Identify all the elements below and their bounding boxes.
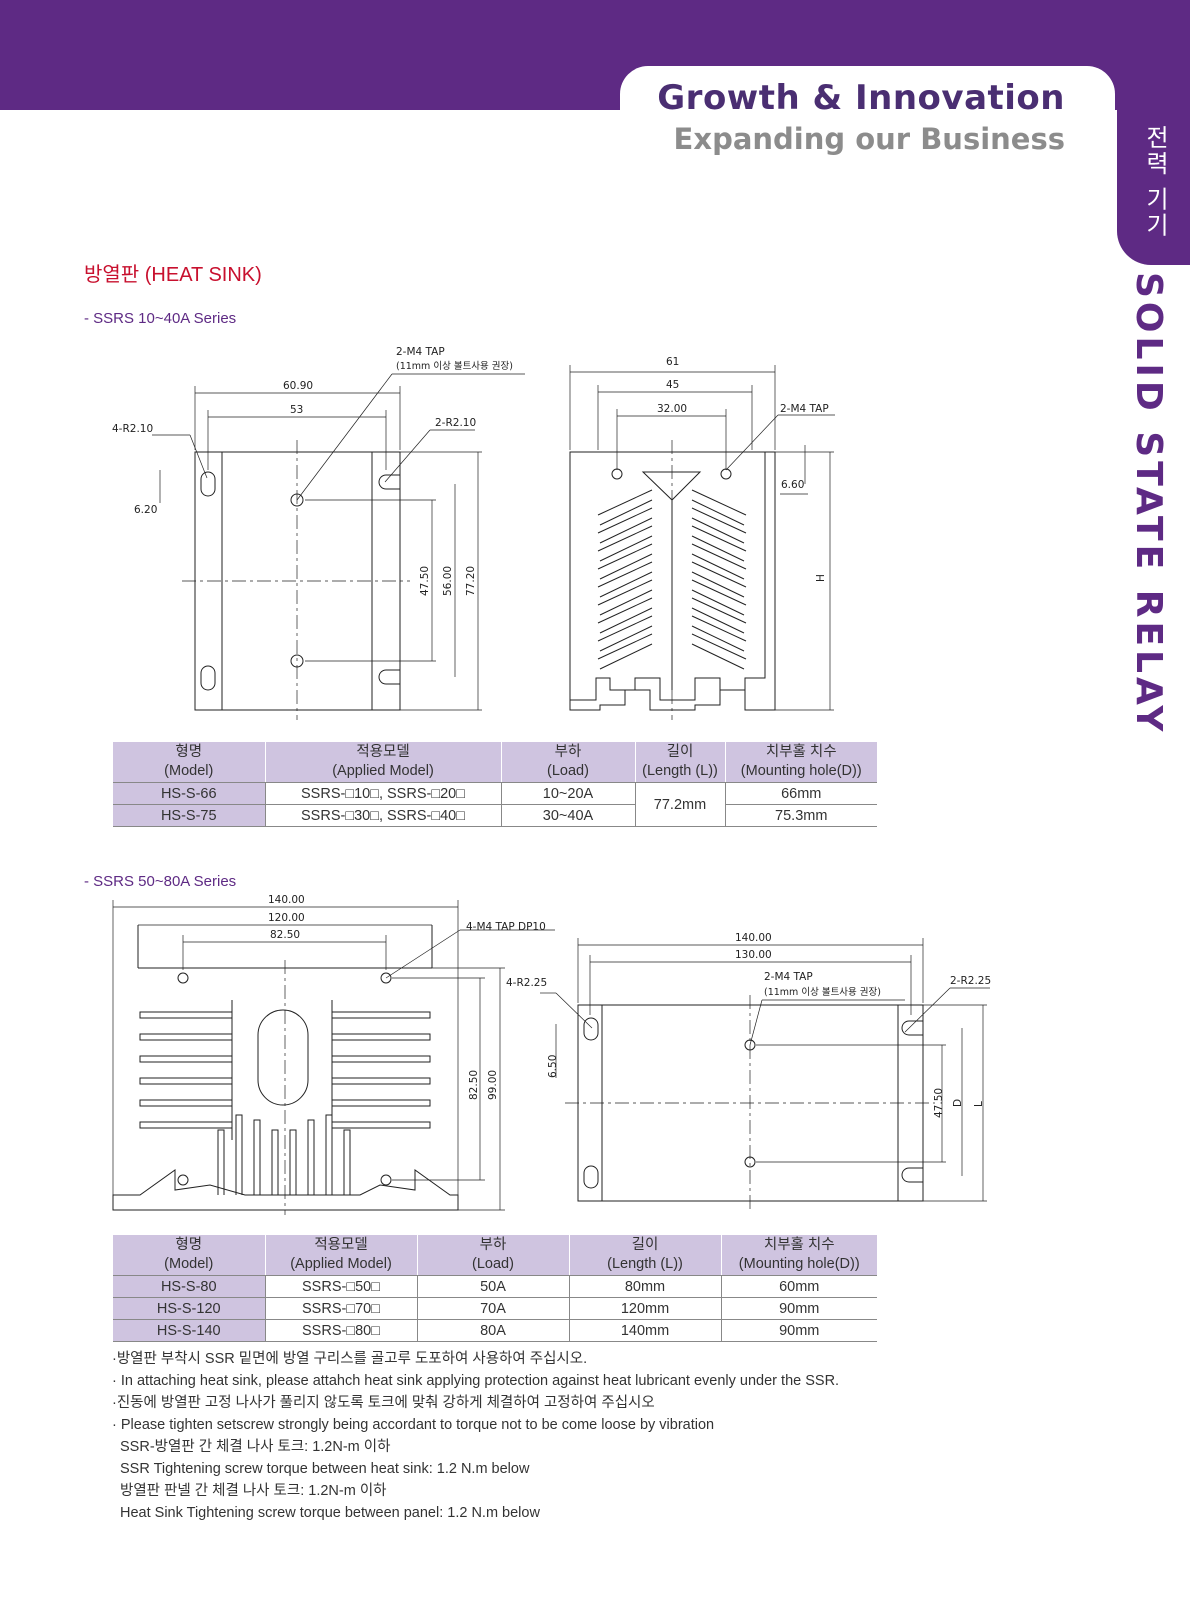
dim-3200: 32.00 [657,403,687,415]
dim-8250: 82.50 [270,929,300,941]
cell-load: 70A [416,1297,569,1320]
cell-applied: SSRS-□10□, SSRS-□20□ [264,782,501,805]
tap-label-2: 2-M4 TAP [780,403,829,415]
cell-length: 120mm [568,1297,721,1320]
note-line: Heat Sink Tightening screw torque betwee… [120,1505,540,1521]
section-title: 방열판 (HEAT SINK) [84,264,262,286]
tap-note-1: (11mm 이상 볼트사용 권장) [396,360,513,372]
cell-load: 30~40A [500,804,635,827]
header-load: 부하(Load) [500,742,635,783]
dim-620: 6.20 [134,504,157,516]
cell-load: 10~20A [500,782,635,805]
cell-applied: SSRS-□50□ [264,1275,417,1298]
cell-mount: 90mm [720,1319,877,1342]
dim-140: 140.00 [268,894,305,906]
table-header-row: 형명(Model) 적용모델(Applied Model) 부하(Load) 길… [113,1235,877,1276]
cell-load: 80A [416,1319,569,1342]
note-line: ·진동에 방열판 고정 나사가 풀리지 않도록 토크에 맞춰 강하게 체결하여 … [112,1395,655,1411]
dim-8250v: 82.50 [468,1070,480,1100]
dim-2-r225: 2-R2.25 [950,975,991,987]
cell-model: HS-S-120 [113,1297,265,1320]
header-load: 부하(Load) [416,1235,569,1276]
cell-length: 80mm [568,1275,721,1298]
header-mount: 치부홀 치수(Mounting hole(D)) [720,1235,877,1276]
header-length: 길이(Length (L)) [568,1235,721,1276]
note-line: · Please tighten setscrew strongly being… [112,1417,715,1433]
dim-45: 45 [666,379,679,391]
cell-applied: SSRS-□30□, SSRS-□40□ [264,804,501,827]
large-front-view [540,938,990,1210]
large-profile-view [112,900,555,1215]
cell-mount: 75.3mm [724,804,877,827]
tap-note-4: (11mm 이상 볼트사용 권장) [764,986,881,998]
note-line: ·방열판 부착시 SSR 밑면에 방열 구리스를 골고루 도포하여 사용하여 주… [112,1351,588,1367]
table-header-row: 형명(Model) 적용모델(Applied Model) 부하(Load) 길… [113,742,877,783]
spec-table-1: 형명(Model) 적용모델(Applied Model) 부하(Load) 길… [113,742,877,827]
side-tab-korean: 전력 기기 [1141,125,1169,239]
dim-h: H [815,574,827,582]
series-label-2: - SSRS 50~80A Series [84,873,237,890]
cell-model: HS-S-75 [113,804,265,827]
table-row: HS-S-140 SSRS-□80□ 80A 140mm 90mm [113,1319,877,1342]
header-applied: 적용모델(Applied Model) [264,1235,417,1276]
dim-7720: 77.20 [465,566,477,596]
header-subtitle: Expanding our Business [673,122,1065,156]
cell-model: HS-S-140 [113,1319,265,1342]
dim-61: 61 [666,356,679,368]
cell-load: 50A [416,1275,569,1298]
note-line: SSR Tightening screw torque between heat… [120,1461,530,1477]
notes-block: ·방열판 부착시 SSR 밑면에 방열 구리스를 골고루 도포하여 사용하여 주… [112,1348,839,1524]
note-line: SSR-방열판 간 체결 나사 토크: 1.2N-m 이하 [120,1439,391,1455]
dim-53: 53 [290,404,303,416]
cell-mount: 66mm [724,782,877,805]
dim-6090: 60.90 [283,380,313,392]
cell-mount: 90mm [720,1297,877,1320]
dim-4750b: 47.50 [933,1088,945,1118]
table-row: HS-S-75 SSRS-□30□, SSRS-□40□ 30~40A 75.3… [113,804,877,827]
spec-table-2: 형명(Model) 적용모델(Applied Model) 부하(Load) 길… [113,1235,877,1342]
dim-4750: 47.50 [419,566,431,596]
table-row: HS-S-66 SSRS-□10□, SSRS-□20□ 10~20A 77.2… [113,782,877,827]
tap-label-3: 4-M4 TAP DP10 [466,921,546,933]
side-tab-english: SOLID STATE RELAY [1128,272,1169,736]
cell-model: HS-S-80 [113,1275,265,1298]
header-tab [620,66,1115,186]
note-line: · In attaching heat sink, please attahch… [112,1373,840,1389]
dim-120: 120.00 [268,912,305,924]
dim-4-r225: 4-R2.25 [506,977,547,989]
dim-130: 130.00 [735,949,772,961]
note-line: 방열판 판넬 간 체결 나사 토크: 1.2N-m 이하 [120,1483,387,1499]
cell-applied: SSRS-□70□ [264,1297,417,1320]
series-label-1: - SSRS 10~40A Series [84,310,237,327]
cell-applied: SSRS-□80□ [264,1319,417,1342]
dim-660: 6.60 [781,479,804,491]
dim-l: L [973,1101,985,1107]
side-tab [1117,0,1190,265]
table-row: HS-S-120 SSRS-□70□ 70A 120mm 90mm [113,1297,877,1320]
small-front-view [152,373,525,720]
dim-d: D [952,1099,964,1107]
header-model: 형명(Model) [113,742,265,783]
dim-9900: 99.00 [487,1070,499,1100]
table-row: HS-S-80 SSRS-□50□ 50A 80mm 60mm [113,1275,877,1298]
dim-5600: 56.00 [442,566,454,596]
cell-mount: 60mm [720,1275,877,1298]
cell-length: 77.2mm [634,782,725,827]
dim-2-r210: 2-R2.10 [435,417,476,429]
cell-length: 140mm [568,1319,721,1342]
dim-650: 6.50 [547,1055,559,1078]
dim-4-r210: 4-R2.10 [112,423,153,435]
dim-140b: 140.00 [735,932,772,944]
small-profile-view [569,365,835,720]
cell-model: HS-S-66 [113,782,265,805]
header-mount: 치부홀 치수(Mounting hole(D)) [724,742,877,783]
header-length: 길이(Length (L)) [634,742,725,783]
header-model: 형명(Model) [113,1235,265,1276]
tap-label-1: 2-M4 TAP [396,346,445,358]
tap-label-4: 2-M4 TAP [764,971,813,983]
header-title: Growth & Innovation [657,78,1065,118]
header-applied: 적용모델(Applied Model) [264,742,501,783]
